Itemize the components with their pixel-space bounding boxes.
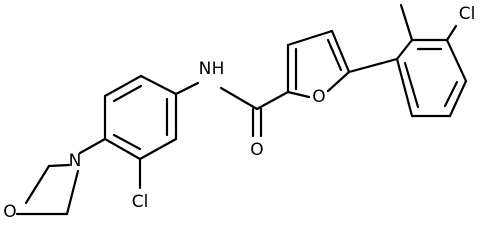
furan-double-bond-c4-c5 (326, 38, 343, 72)
furan-to-aryl-bond (347, 57, 399, 74)
right-ring-bond-3 (445, 38, 468, 83)
right-ring-to-chloro-bond (445, 24, 458, 42)
central-ring-bond-4 (103, 137, 142, 161)
central-ring-bond-2 (103, 74, 143, 98)
furan-oxygen-label: O (312, 87, 325, 107)
nh-n-label: N (199, 59, 212, 79)
furan-bond-c4-c5 (330, 29, 351, 74)
central-ring-inner-double-1 (112, 84, 143, 103)
central-ring-bond-1 (139, 74, 178, 96)
morpholine-bond-1 (47, 163, 71, 168)
morpholine-bond-2 (24, 164, 51, 205)
molecule-diagram: N H O O Cl Cl N O (3, 3, 476, 222)
furan-bond-c5-o (326, 70, 351, 93)
amide-bond-furan-carbonyl (255, 90, 290, 111)
right-ring-inner-double-3 (403, 61, 420, 109)
right-ring-bond-4 (448, 79, 468, 118)
central-ring-inner-double-2 (112, 133, 142, 151)
right-ring-inner-double-2 (443, 80, 459, 108)
nh-h-label: H (212, 59, 225, 79)
morpholine-bond-3 (65, 169, 80, 216)
amide-bond-carbonyl-nh (219, 86, 259, 111)
chemical-structure-canvas: N H O O Cl Cl N O (3, 3, 476, 222)
right-ring-bond-1 (395, 38, 414, 61)
right-ring-bond-6 (395, 57, 414, 118)
furan-bond-c3-c4 (286, 29, 334, 47)
methyl-bond (399, 3, 414, 42)
morpholine-oxygen-label: O (3, 202, 16, 222)
nh-to-aryl-bond (174, 81, 200, 96)
morpholine-nitrogen-label: N (69, 151, 82, 171)
carbonyl-oxygen-label: O (250, 140, 263, 160)
central-ring-bond-5 (138, 137, 178, 161)
top-chlorine-label: Cl (459, 4, 476, 24)
furan-bond-o-c2 (286, 90, 311, 99)
bottom-chlorine-label: Cl (132, 192, 149, 212)
aryl-to-morpholine-bond (78, 137, 107, 155)
